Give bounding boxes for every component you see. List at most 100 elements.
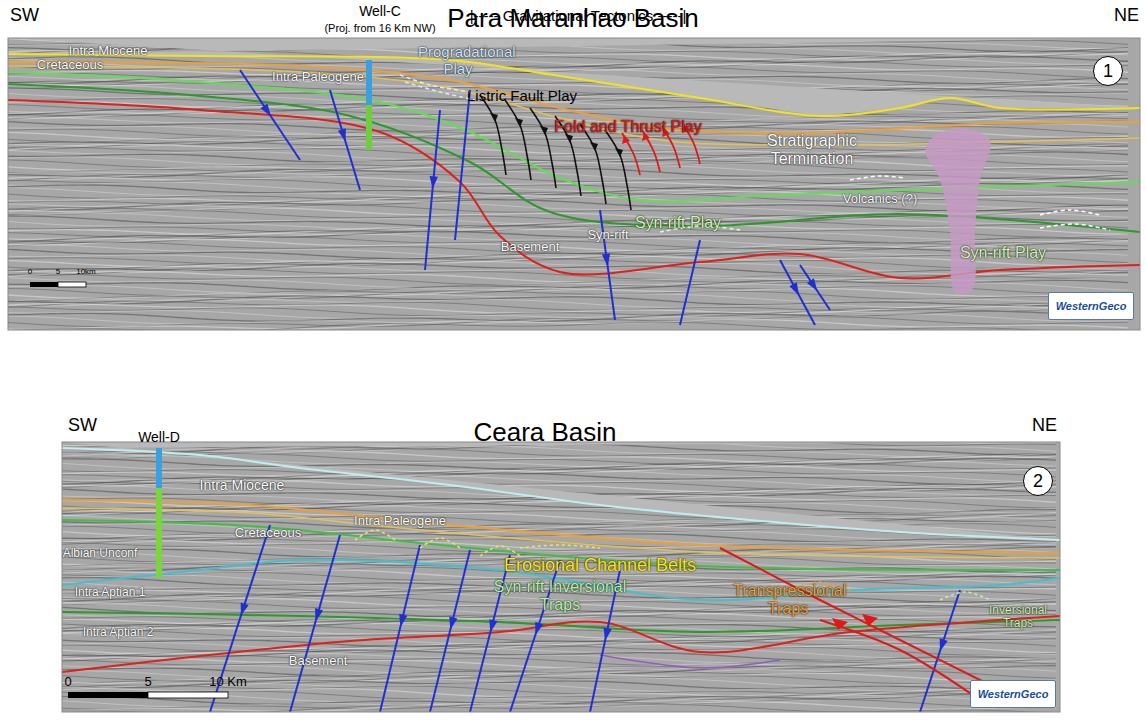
tectonic-bracket: |----- Gravitational Tectonics -----| xyxy=(470,8,687,25)
play-outline xyxy=(420,538,460,548)
fault-arrow xyxy=(399,614,407,627)
play-outline xyxy=(1040,224,1110,230)
seismic-panel xyxy=(8,38,1140,330)
listric-fault xyxy=(480,95,506,175)
fault-line xyxy=(210,525,270,712)
panel-frame xyxy=(62,442,1060,712)
fault-arrow xyxy=(315,608,323,621)
play-label: Fold and Thrust Play xyxy=(554,118,701,136)
play-label: Syn-rift Play xyxy=(960,244,1046,262)
fault-arrow xyxy=(540,126,548,135)
fault-arrow xyxy=(430,176,438,189)
panel-frame xyxy=(8,38,1140,330)
play-outline xyxy=(850,176,905,180)
fault-arrow xyxy=(789,282,799,295)
horizon-line xyxy=(62,448,1060,540)
play-outline xyxy=(520,545,600,548)
scale-number: 10km xyxy=(76,268,96,277)
scale-bar xyxy=(30,282,58,287)
fault-line xyxy=(455,90,470,240)
thrust-fault xyxy=(820,620,980,700)
fault-line xyxy=(380,545,420,712)
seismic-texture xyxy=(8,38,1128,330)
feature-label: Volcanics (?) xyxy=(843,192,917,206)
direction-label: NE xyxy=(1114,6,1139,26)
fault-arrow xyxy=(490,113,498,122)
fault-line xyxy=(800,265,830,310)
play-label: Stratigraphic Termination xyxy=(757,132,867,167)
listric-fault xyxy=(505,100,531,180)
fault-arrow xyxy=(590,142,598,151)
scale-bar xyxy=(58,282,86,287)
fault-line xyxy=(600,210,615,320)
direction-label: NE xyxy=(1032,416,1057,436)
horizon-label: Intra Miocene xyxy=(69,44,148,58)
water-column xyxy=(62,442,1060,540)
play-outline xyxy=(405,82,475,100)
play-label: Erosional Channel Belts xyxy=(504,556,696,576)
well-column xyxy=(156,448,162,578)
horizon-line xyxy=(62,508,1060,558)
play-outline xyxy=(400,75,470,92)
callout-number: 2 xyxy=(1023,466,1053,496)
play-label: Syn-rift Play xyxy=(635,214,721,232)
fault-arrow xyxy=(602,253,610,266)
direction-label: SW xyxy=(68,416,97,436)
fault-arrow xyxy=(449,616,457,629)
fault-arrow xyxy=(535,622,543,635)
play-label: Syn-rift Inversional Traps xyxy=(490,578,630,613)
play-label: Inversional Traps xyxy=(983,604,1053,630)
section-title: Ceara Basin xyxy=(473,418,616,447)
thrust-fault xyxy=(622,133,640,175)
seismic-texture xyxy=(62,442,1056,712)
horizon-label: Intra Paleogene xyxy=(272,70,364,84)
horizon-label: Basement xyxy=(501,240,560,254)
scale-bar xyxy=(148,692,228,698)
horizon-line xyxy=(62,500,1060,553)
fault-arrow xyxy=(489,619,497,632)
logo-text: WesternGeco xyxy=(1056,300,1127,312)
fault-arrow xyxy=(604,628,612,641)
fault-line xyxy=(290,535,340,712)
well-column xyxy=(366,60,372,105)
fault-arrow xyxy=(807,278,817,291)
thrust-fault xyxy=(720,548,1000,690)
listric-fault xyxy=(580,124,606,204)
scale-number: 0 xyxy=(28,268,32,277)
play-outline xyxy=(480,546,520,556)
well-name: Well-D xyxy=(138,430,180,445)
fault-arrow xyxy=(241,603,249,616)
fault-line xyxy=(680,240,700,325)
listric-fault xyxy=(530,108,556,188)
horizon-label: Cretaceous xyxy=(37,58,103,72)
fault-arrow xyxy=(260,104,270,117)
logo-badge: WesternGeco xyxy=(1048,292,1134,320)
horizon-label: Intra Aptian 1 xyxy=(75,586,146,599)
play-outline xyxy=(1040,210,1100,215)
fault-arrow xyxy=(515,118,523,127)
fault-arrow xyxy=(832,618,848,630)
well-column xyxy=(156,448,162,488)
horizon-line xyxy=(62,616,1060,672)
callout-text: 2 xyxy=(1033,471,1043,492)
horizon-label: Cretaceous xyxy=(235,526,301,540)
fault-arrow xyxy=(940,638,948,651)
horizon-line xyxy=(600,655,780,668)
horizon-label: Intra Aptian 2 xyxy=(83,626,154,639)
well-name: Well-C xyxy=(359,4,401,19)
play-label: Progradational Play xyxy=(418,44,498,77)
fault-arrow xyxy=(615,148,623,157)
fault-line xyxy=(920,590,960,712)
callout-number: 1 xyxy=(1093,56,1123,86)
volcanic-body xyxy=(925,128,991,294)
scale-number: 5 xyxy=(144,675,151,689)
horizon-label: Basement xyxy=(289,654,348,668)
seismic-panel xyxy=(62,442,1060,712)
well-note: (Proj. from 16 Km NW) xyxy=(324,22,435,34)
fault-arrow xyxy=(862,614,878,626)
logo-text: WesternGeco xyxy=(978,688,1049,700)
direction-label: SW xyxy=(10,6,39,26)
fault-arrow xyxy=(338,128,346,141)
scale-number: 10 Km xyxy=(209,675,247,689)
